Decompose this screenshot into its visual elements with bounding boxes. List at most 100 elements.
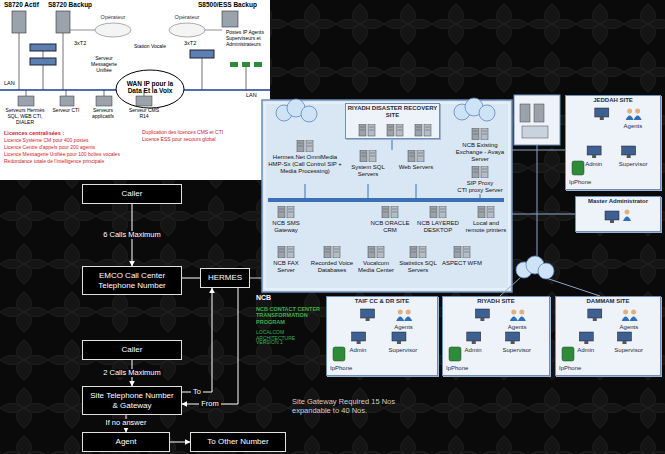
art-path — [626, 116, 634, 121]
node-text: Hermes.Net OmniMedia HMP-Sx (Call Contro… — [268, 154, 342, 175]
annotation-label: WAN IP pour la Data Et la Voix — [120, 80, 180, 95]
art-path — [455, 249, 469, 252]
server-node: NCB SMS Gateway — [266, 206, 306, 234]
node-text: JEDDAH SITE — [566, 96, 660, 104]
annotation-label: Opérateur — [170, 14, 204, 20]
art-path — [416, 127, 430, 130]
art-rect — [584, 341, 588, 344]
annotation-label: VERSION 1 — [256, 340, 322, 346]
node-text: HERMES — [205, 273, 245, 283]
art-ellipse — [95, 23, 131, 37]
annotation-label: S8720 Backup — [48, 1, 104, 8]
server-icon — [275, 206, 297, 218]
server-node: Vocalcom Media Center — [356, 246, 396, 274]
annotation-label: S8720 Actif — [4, 1, 48, 8]
flow-connector — [182, 278, 200, 279]
art-rect — [472, 341, 476, 344]
server-node: NCB ORACLE CRM — [370, 206, 410, 234]
annotation-label: NCB — [256, 294, 286, 302]
server-node: Recorded Voice Databases — [310, 246, 354, 274]
process-box: To Other Number — [190, 432, 286, 452]
art-rect — [592, 155, 596, 158]
site-icons — [327, 297, 437, 375]
server-icon — [357, 150, 379, 162]
site-label: Supervisor — [614, 347, 643, 354]
art-rect — [534, 104, 544, 122]
art-rect — [254, 62, 262, 67]
site-label: IpPhone — [330, 365, 352, 372]
art-path — [473, 131, 487, 134]
site-icons — [556, 297, 660, 375]
annotation-label: Licence Centre d'appels pour 200 agents — [4, 145, 136, 151]
art-circle — [398, 310, 403, 315]
edge-label: 2 Calls Maximum — [101, 369, 163, 378]
site-panel: DAMMAM SITEIpPhoneAgentsAdminSupervisor — [555, 296, 661, 376]
node-text: Local and remote printers — [464, 220, 508, 234]
node-text: CTI proxy Server — [450, 187, 510, 194]
art-circle — [511, 310, 516, 315]
art-rect — [60, 96, 74, 106]
node-text: NCB LAYERED DESKTOP — [416, 220, 460, 234]
french-panel — [0, 0, 270, 180]
node-text: Web Servers — [394, 164, 438, 171]
art-rect — [622, 341, 626, 344]
site-label: IpPhone — [559, 365, 581, 372]
art-path — [250, 278, 262, 279]
art-rect — [30, 44, 56, 51]
art-rect — [0, 0, 270, 180]
art-path — [409, 153, 423, 156]
art-ellipse — [169, 23, 205, 37]
art-rect — [136, 96, 152, 106]
art-path — [634, 116, 642, 121]
server-node: Hermes.Net OmniMedia HMP-Sx (Call Contro… — [268, 140, 342, 175]
site-label: IpPhone — [446, 365, 468, 372]
art-rect — [265, 103, 509, 289]
art-rect — [361, 309, 375, 318]
art-rect — [262, 100, 512, 292]
server-icons — [346, 124, 439, 138]
site-label: Supervisor — [619, 161, 648, 168]
annotation-label: Duplication des licences CMS et CTI — [142, 130, 266, 136]
server-icon — [475, 206, 497, 218]
site-label: Supervisor — [389, 347, 418, 354]
node-text: Caller — [87, 189, 177, 199]
art-rect — [397, 341, 401, 344]
node-text: Caller — [87, 345, 177, 355]
art-path — [411, 249, 425, 252]
annotation-label: NCB CONTACT CENTER TRANSFORMATION PROGRA… — [256, 306, 322, 325]
node-text: NCB FAX Server — [266, 260, 306, 274]
server-node: Local and remote printers — [464, 206, 508, 234]
flow-connector — [182, 288, 212, 392]
art-rect — [467, 332, 481, 341]
art-rect — [610, 220, 614, 223]
art-path — [431, 209, 445, 212]
server-node: System SQL Servers — [346, 150, 390, 178]
art-circle — [625, 210, 630, 215]
annotation-label: LAN — [4, 80, 24, 86]
art-path — [388, 127, 402, 130]
art-path — [623, 217, 631, 222]
site-label: Agents — [508, 324, 527, 331]
annotation-label: Licences centralisées : — [4, 130, 124, 136]
node-text: System SQL Servers — [346, 164, 390, 178]
art-circle — [519, 310, 524, 315]
site-label: Admin — [585, 161, 602, 168]
art-rect — [627, 155, 631, 158]
art-circle — [479, 105, 495, 121]
art-path — [404, 317, 412, 322]
art-path — [518, 317, 526, 322]
art-rect — [587, 146, 601, 155]
art-rect — [392, 332, 406, 341]
art-rect — [605, 211, 619, 220]
node-text: NCB SMS Gateway — [266, 220, 306, 234]
site-panel: RIYADH SITEIpPhoneAgentsAdminSupervisor — [442, 296, 550, 376]
server-icon — [294, 140, 316, 152]
art-rect — [357, 341, 361, 344]
server-node: NCB LAYERED DESKTOP — [416, 206, 460, 234]
server-node: NCB Existing Exchange - Avaya Server — [450, 128, 510, 163]
node-text: RIYADH DISASTER RECOVERY SITE — [346, 104, 439, 119]
art-rect — [18, 96, 34, 106]
art-rect — [593, 318, 597, 321]
flow-connector — [182, 288, 238, 404]
